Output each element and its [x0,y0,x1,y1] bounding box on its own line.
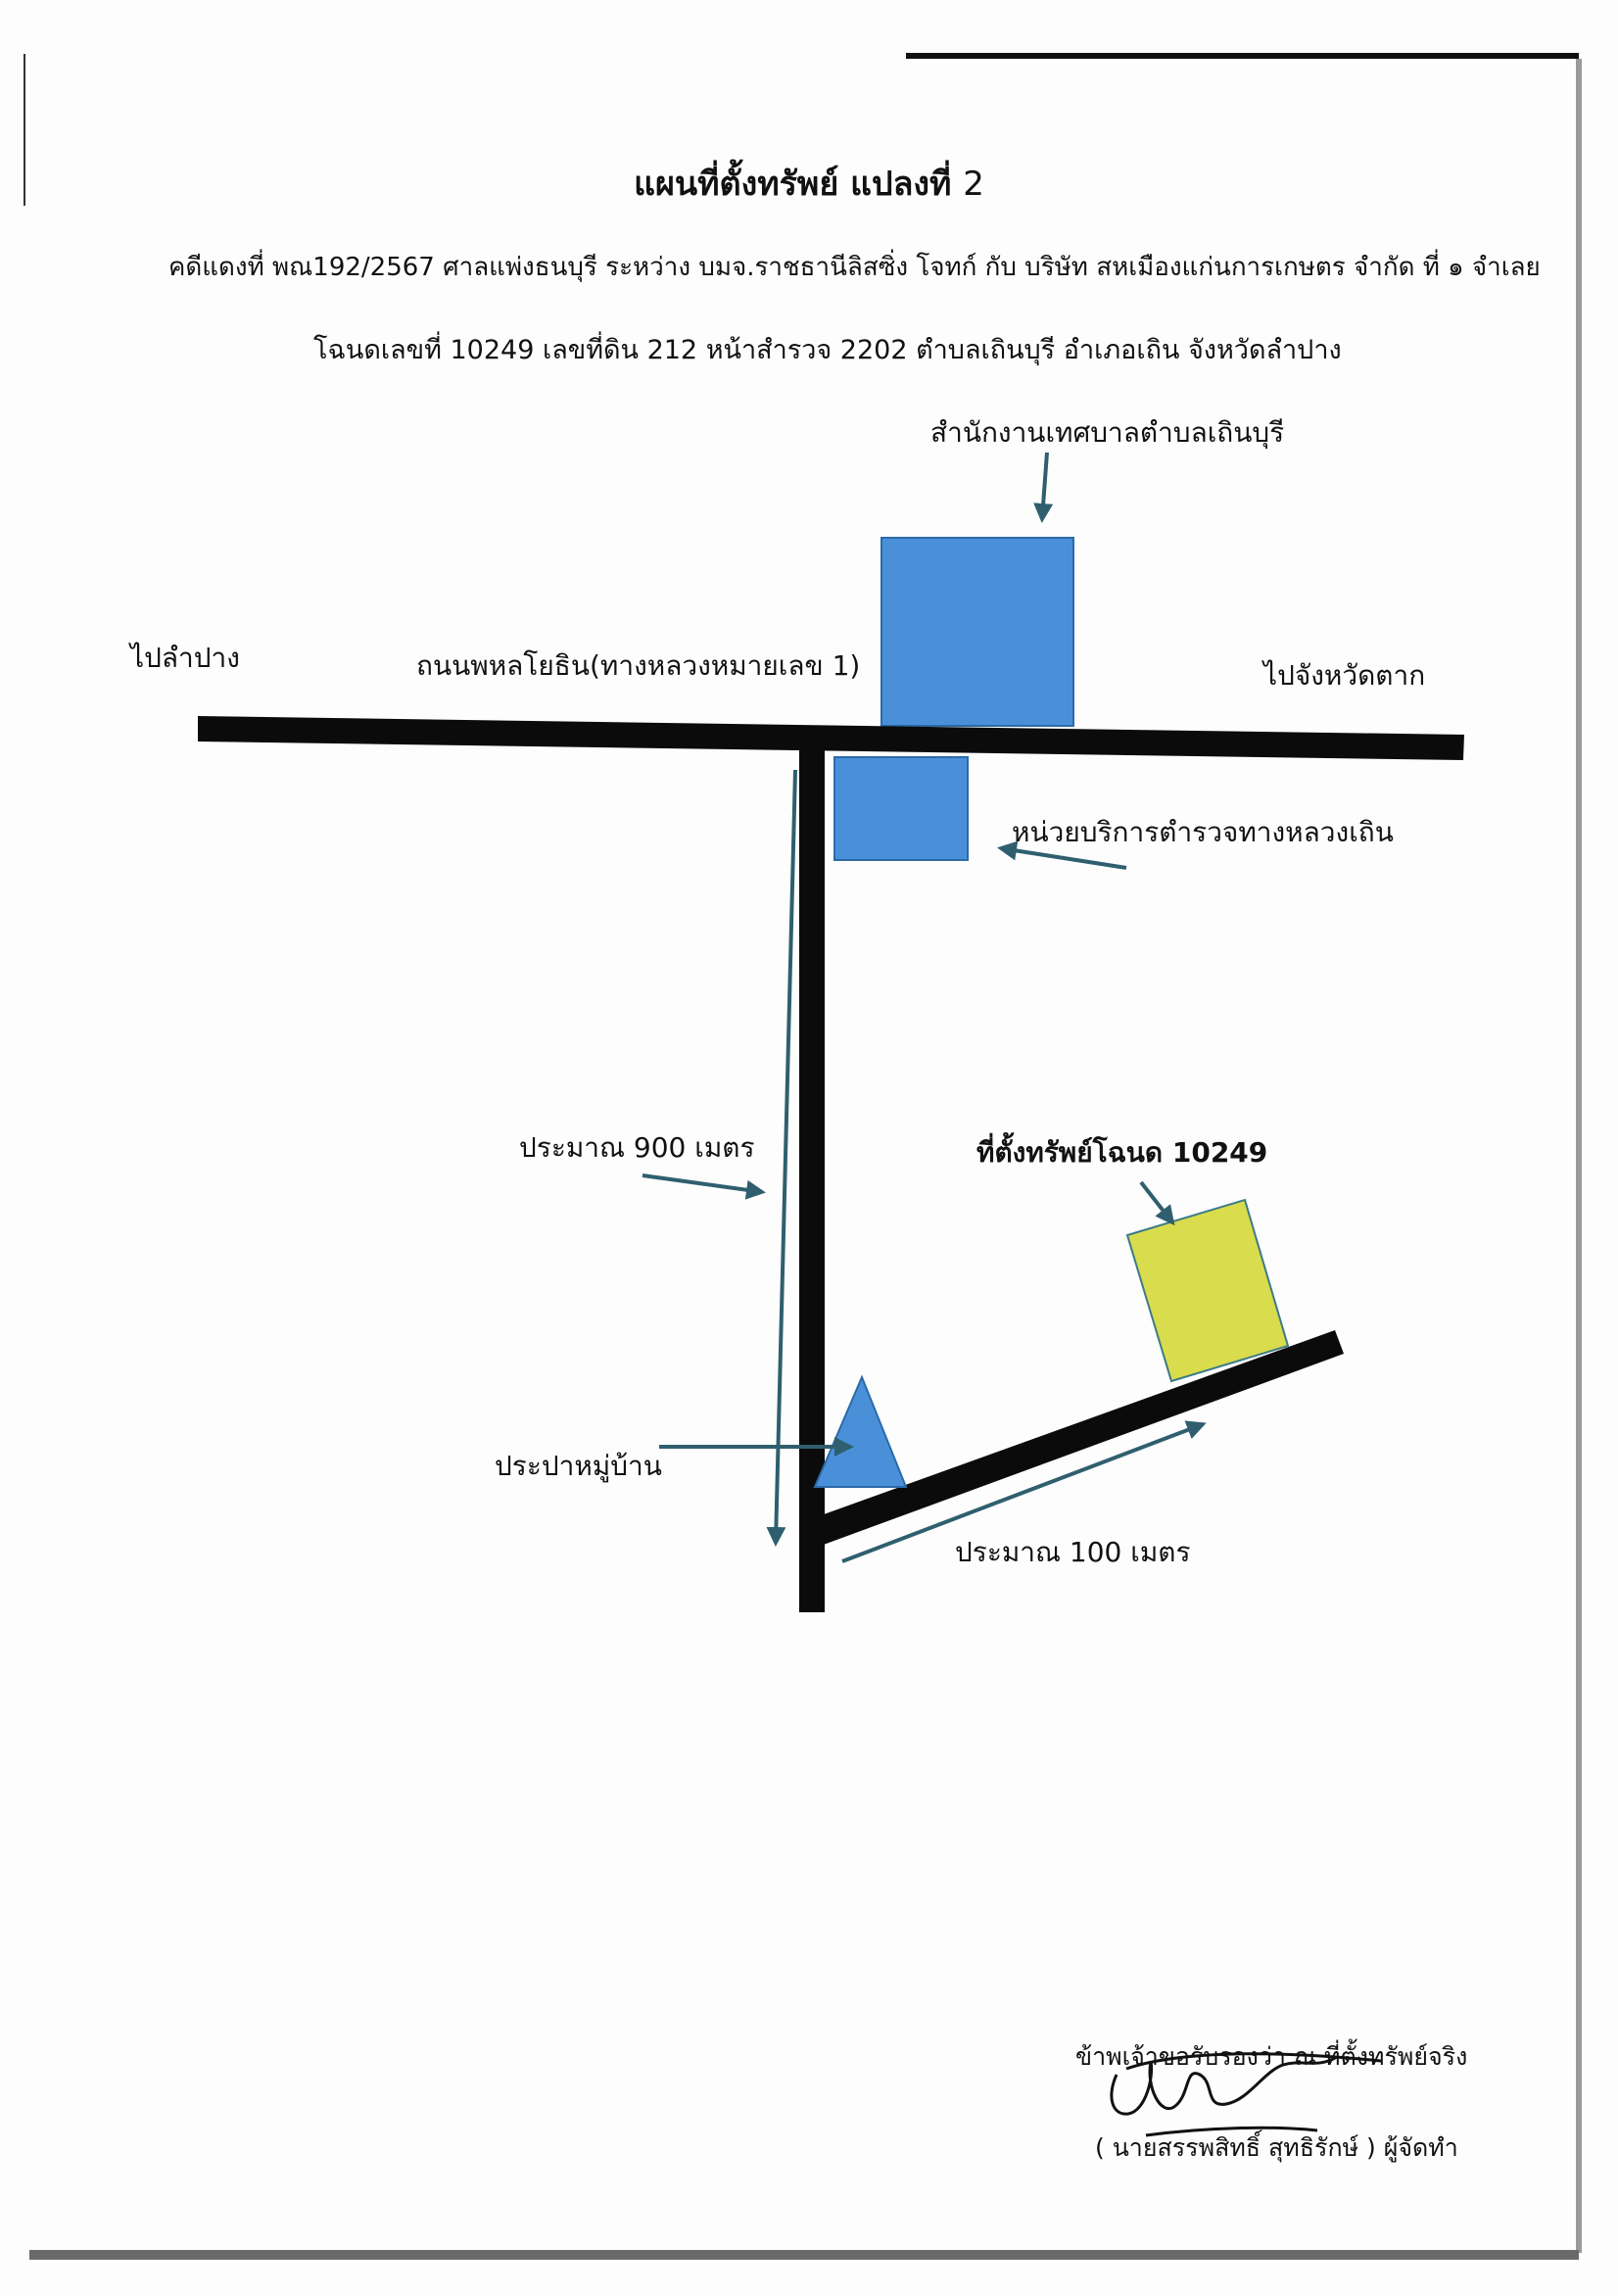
highway-police-label: หน่วยบริการตำรวจทางหลวงเถิน [1012,816,1394,848]
municipal-office-building [880,537,1074,727]
village-water-label: ประปาหมู่บ้าน [495,1450,662,1482]
main-road-label: ถนนพหลโยธิน(ทางหลวงหมายเลข 1) [416,649,861,682]
distance-100-label: ประมาณ 100 เมตร [955,1536,1191,1568]
property-arrow [1139,1180,1175,1226]
highway-police-arrow [997,840,1127,870]
page-title: แผนที่ตั้งทรัพย์ แปลงที่ 2 [0,157,1618,210]
title-text: แผนที่ตั้งทรัพย์ แปลงที่ [634,165,952,204]
certify-text: ข้าพเจ้าขอรับรองว่า ณ ที่ตั้งทรัพย์จริง [1075,2042,1468,2071]
signature-mark [1110,2052,1382,2137]
distance-900-pointer [642,1173,766,1200]
highway-police-building [833,756,969,861]
to-tak-label: ไปจังหวัดตาก [1263,659,1426,692]
case-line: คดีแดงที่ พณ192/2567 ศาลแพ่งธนบุรี ระหว่… [168,253,1541,282]
deed-line: โฉนดเลขที่ 10249 เลขที่ดิน 212 หน้าสำรวจ… [313,335,1342,365]
municipal-office-arrow [1033,452,1054,523]
distance-900-line [766,769,797,1547]
branch-road [813,1330,1344,1546]
title-number: 2 [963,165,984,204]
side-road [799,741,825,1612]
to-lampang-label: ไปลำปาง [130,642,240,674]
village-water-triangle [813,1374,908,1488]
property-parcel [1125,1198,1290,1383]
property-label: ที่ตั้งทรัพย์โฉนด 10249 [976,1136,1268,1169]
distance-900-label: ประมาณ 900 เมตร [519,1131,755,1164]
distance-100-line [841,1420,1207,1563]
municipal-office-label: สำนักงานเทศบาลตำบลเถินบุรี [930,416,1285,449]
main-road [198,716,1464,760]
signer-text: ( นายสรรพสิทธิ์ สุทธิรักษ์ ) ผู้จัดทำ [1095,2133,1458,2162]
